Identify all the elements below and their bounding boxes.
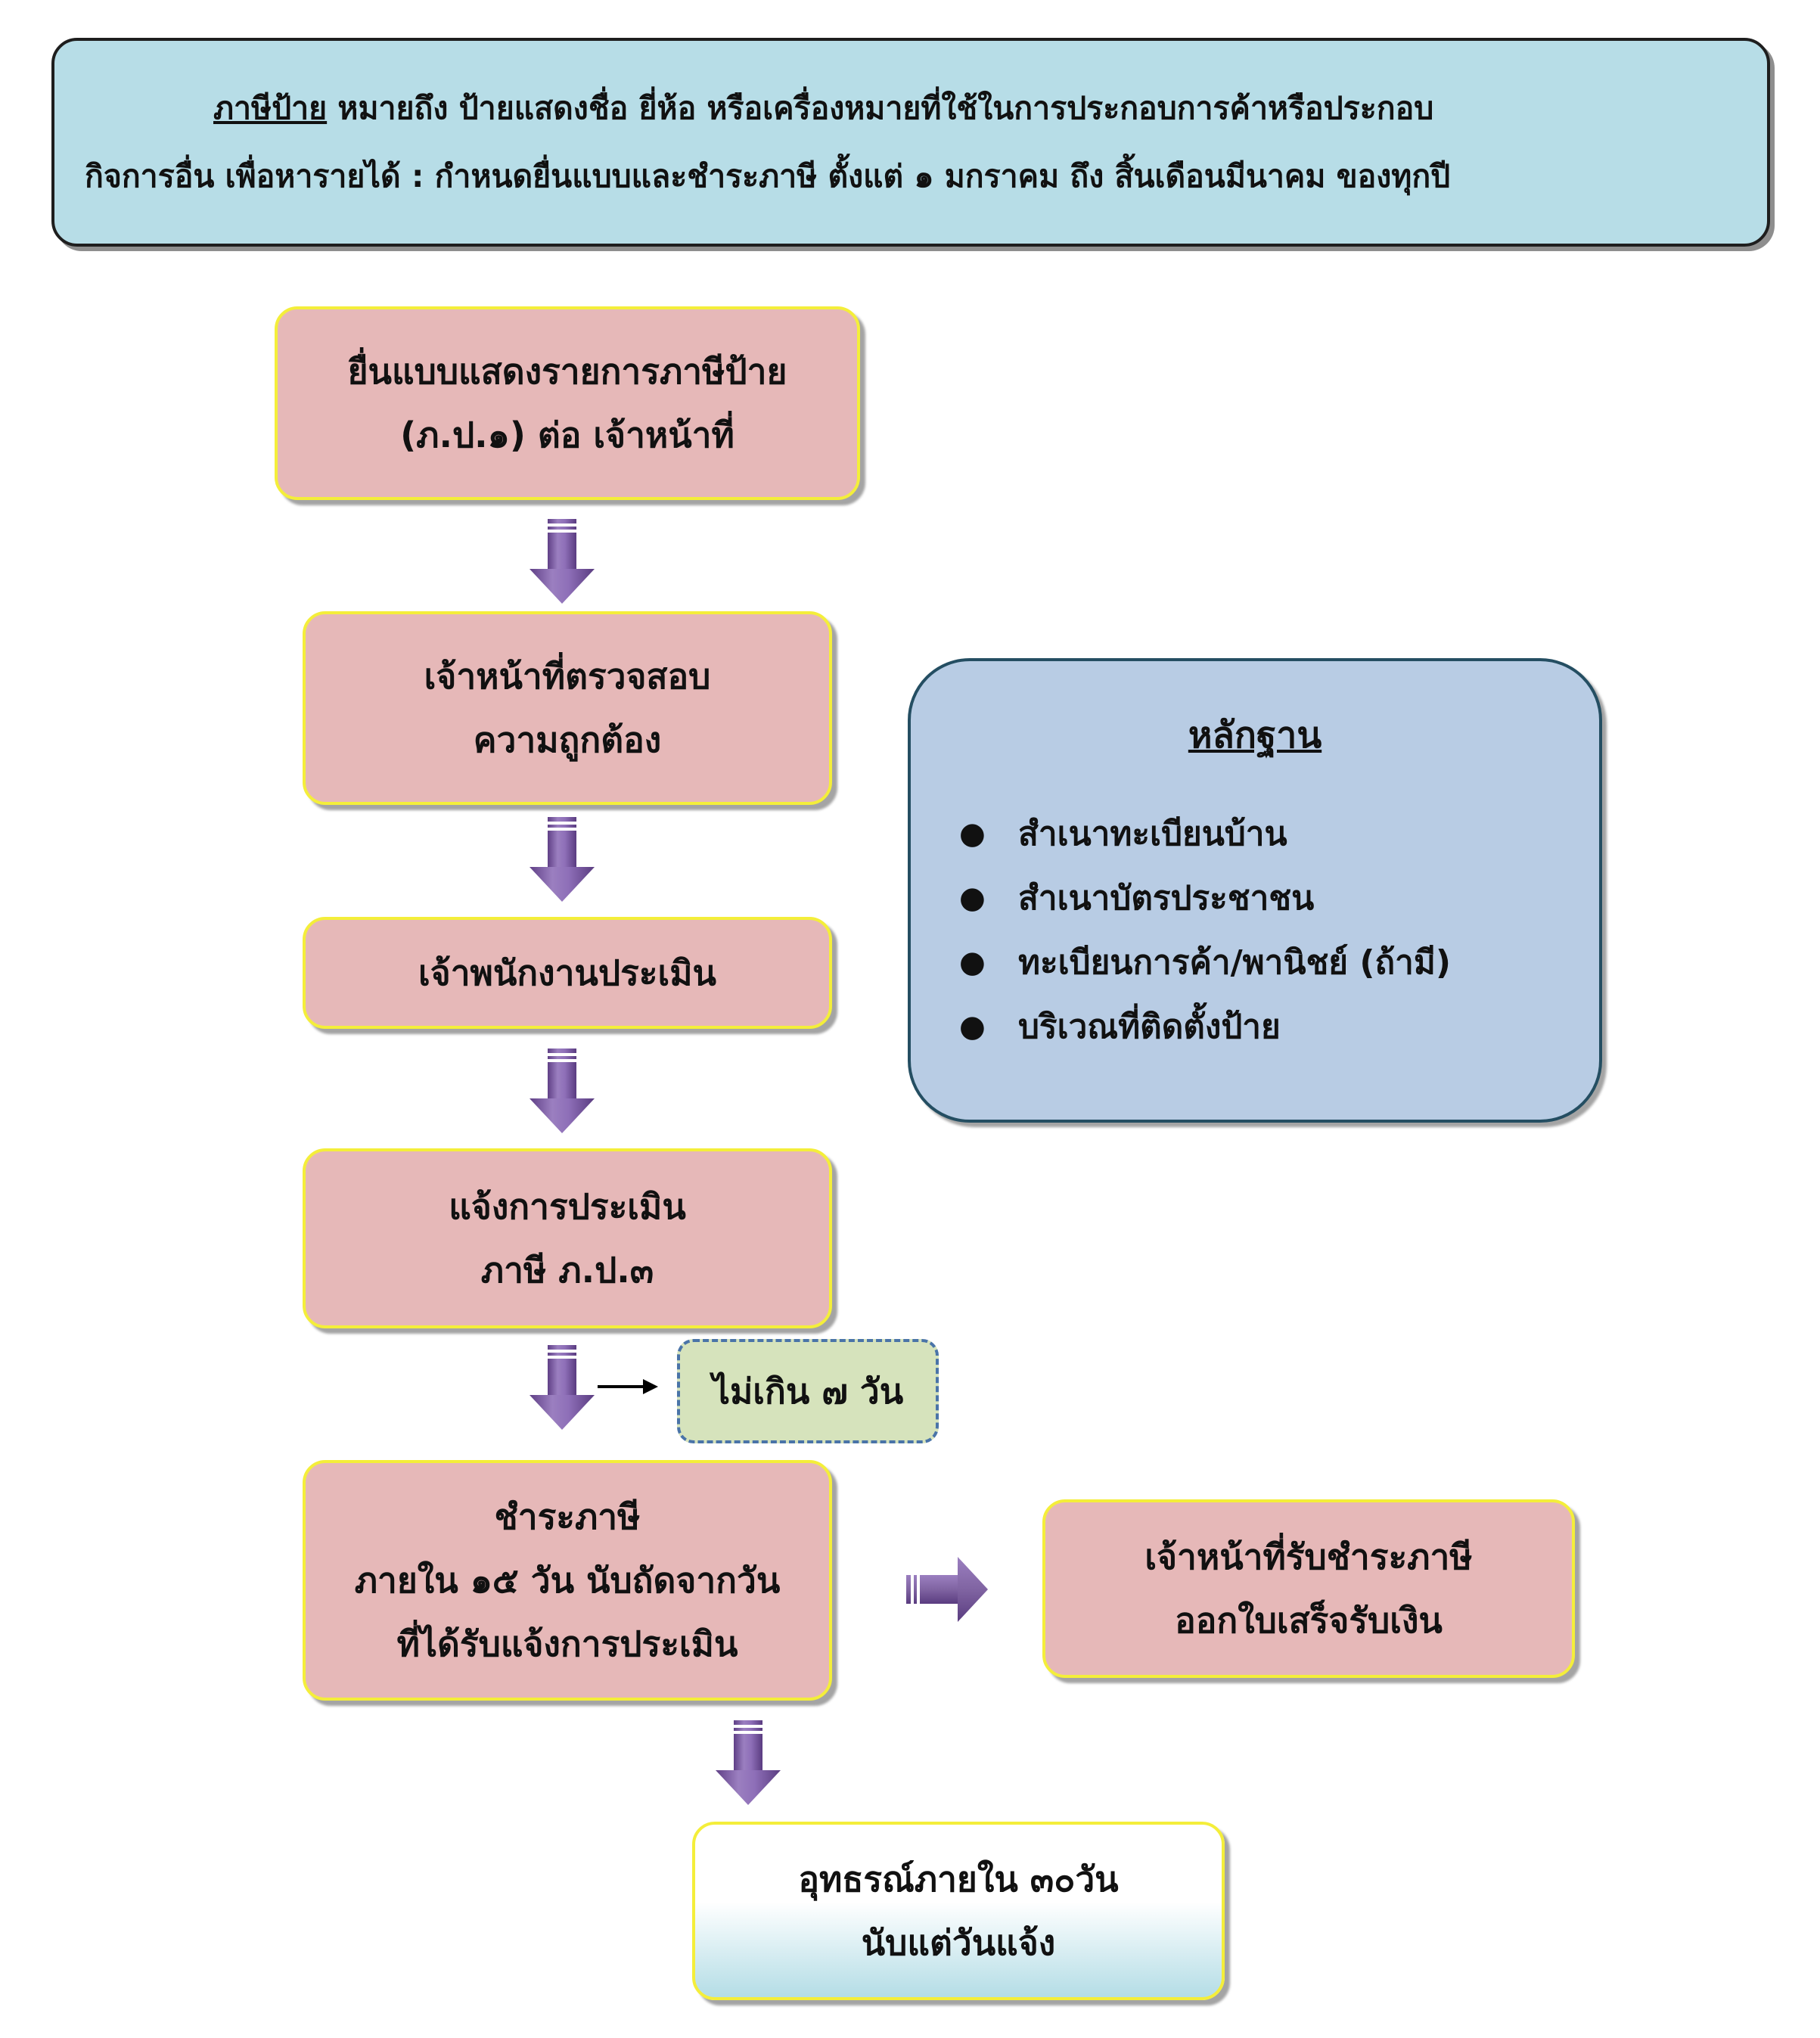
step-appeal-line-2: นับแต่วันแจ้ง [861, 1922, 1056, 1963]
step-notify-line-2: ภาษี ภ.ป.๓ [480, 1250, 654, 1291]
bullet-icon: ● [959, 881, 986, 915]
arrow-right-icon [598, 1379, 658, 1394]
step-receipt-line-2: ออกใบเสร็จรับเงิน [1175, 1600, 1443, 1641]
step-verify-line-2: ความถูกต้อง [473, 719, 662, 760]
step-file-form: ยื่นแบบแสดงรายการภาษีป้าย (ภ.ป.๑) ต่อ เจ… [275, 306, 860, 500]
evidence-item-text: สำเนาบัตรประชาชน [1018, 879, 1315, 918]
step-file-form-line-2: (ภ.ป.๑) ต่อ เจ้าหน้าที่ [400, 415, 735, 455]
step-assess: เจ้าพนักงานประเมิน [303, 917, 832, 1029]
step-verify: เจ้าหน้าที่ตรวจสอบ ความถูกต้อง [303, 611, 832, 805]
step-assess-line-1: เจ้าพนักงานประเมิน [418, 952, 716, 993]
step-pay-line-1: ชำระภาษี [494, 1496, 641, 1537]
evidence-item-text: สำเนาทะเบียนบ้าน [1018, 815, 1287, 853]
step-verify-line-1: เจ้าหน้าที่ตรวจสอบ [424, 656, 711, 697]
step-appeal: อุทธรณ์ภายใน ๓๐วัน นับแต่วันแจ้ง [692, 1822, 1225, 2000]
evidence-item-text: ทะเบียนการค้า/พานิชย์ (ถ้ามี) [1018, 943, 1451, 982]
step-pay-line-2: ภายใน ๑๕ วัน นับถัดจากวัน [354, 1560, 781, 1601]
step-notify-line-1: แจ้งการประเมิน [449, 1186, 686, 1227]
down-arrow-icon [530, 817, 595, 902]
definition-banner: ภาษีป้าย หมายถึง ป้ายแสดงชื่อ ยี่ห้อ หรื… [51, 38, 1770, 247]
evidence-title: หลักฐาน [1188, 714, 1322, 756]
duration-note: ไม่เกิน ๗ วัน [677, 1339, 939, 1443]
evidence-panel: หลักฐาน ● สำเนาทะเบียนบ้าน ● สำเนาบัตรประช… [908, 658, 1602, 1123]
step-pay-line-3: ที่ได้รับแจ้งการประเมิน [396, 1623, 738, 1664]
right-arrow-icon [906, 1557, 988, 1622]
step-receipt-line-1: เจ้าหน้าที่รับชำระภาษี [1144, 1536, 1473, 1577]
down-arrow-icon [530, 1345, 595, 1430]
duration-note-text: ไม่เกิน ๗ วัน [712, 1370, 904, 1412]
down-arrow-icon [530, 1049, 595, 1133]
definition-text-1: หมายถึง ป้ายแสดงชื่อ ยี่ห้อ หรือเครื่องห… [327, 90, 1434, 126]
evidence-item: ● สำเนาบัตรประชาชน [959, 866, 1599, 930]
evidence-list: ● สำเนาทะเบียนบ้าน ● สำเนาบัตรประชาชน ● ทะเ… [911, 802, 1599, 1059]
bullet-icon: ● [959, 945, 986, 980]
down-arrow-icon [530, 519, 595, 604]
evidence-item-text: บริเวณที่ติดตั้งป้าย [1018, 1008, 1281, 1046]
step-file-form-line-1: ยื่นแบบแสดงรายการภาษีป้าย [347, 351, 787, 392]
bullet-icon: ● [959, 1009, 986, 1044]
step-receipt: เจ้าหน้าที่รับชำระภาษี ออกใบเสร็จรับเงิน [1042, 1499, 1575, 1678]
step-notify: แจ้งการประเมิน ภาษี ภ.ป.๓ [303, 1148, 832, 1328]
step-pay: ชำระภาษี ภายใน ๑๕ วัน นับถัดจากวัน ที่ได… [303, 1460, 832, 1701]
evidence-item: ● สำเนาทะเบียนบ้าน [959, 802, 1599, 866]
definition-term: ภาษีป้าย [213, 90, 328, 126]
step-appeal-line-1: อุทธรณ์ภายใน ๓๐วัน [798, 1859, 1119, 1900]
evidence-item: ● ทะเบียนการค้า/พานิชย์ (ถ้ามี) [959, 930, 1599, 995]
evidence-item: ● บริเวณที่ติดตั้งป้าย [959, 995, 1599, 1059]
definition-line-2: กิจการอื่น เพื่อหารายได้ : กำหนดยื่นแบบแ… [85, 158, 1451, 194]
bullet-icon: ● [959, 816, 986, 851]
definition-line-1: ภาษีป้าย หมายถึง ป้ายแสดงชื่อ ยี่ห้อ หรื… [85, 74, 1737, 142]
down-arrow-icon [716, 1720, 781, 1805]
